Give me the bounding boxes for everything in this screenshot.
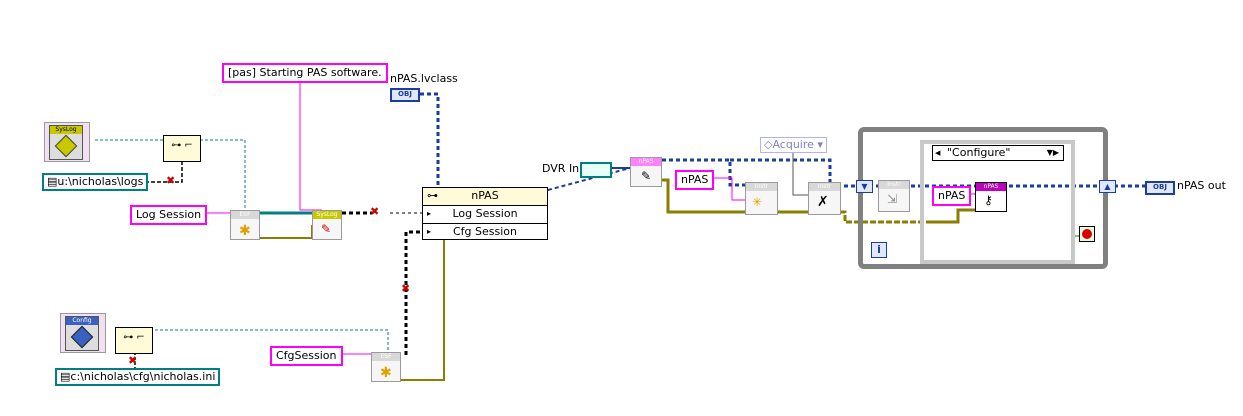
flow-icon: ⇲ (887, 192, 898, 206)
while-loop[interactable]: i (858, 127, 1108, 269)
class-wire-main-2 (730, 158, 858, 188)
syslog-icon: SysLog (50, 126, 82, 134)
star-icon: ✱ (239, 223, 251, 239)
acquire-enum[interactable]: ◇Acquire ▾ (760, 137, 827, 153)
shift-register-left[interactable]: ▼ (856, 180, 873, 193)
cfg-session-constant[interactable]: CfgSession (270, 346, 343, 366)
bundle-row-cfg-session[interactable]: ▸Cfg Session (423, 223, 547, 241)
error-x-icon-2: ✖ (370, 205, 380, 218)
refnum-wire-cfg (404, 230, 422, 355)
close-tool-icon: ✗ (817, 194, 829, 210)
string-wire (299, 80, 322, 211)
cluster-wire-loop (840, 210, 925, 224)
config-vi[interactable]: Config (60, 313, 106, 353)
error-x-icon-3: ✖ (128, 354, 138, 367)
error-x-icon: ✖ (166, 174, 176, 187)
cluster-wire-case (926, 208, 975, 224)
bundle-header: ⊶nPAS (423, 188, 547, 205)
pencil-icon-2: ✎ (641, 169, 652, 183)
error-x-icon-4: ✖ (401, 282, 411, 295)
bundle-row-log-session[interactable]: ▸Log Session (423, 205, 547, 223)
syslog-small-icon: SysLog (313, 211, 341, 219)
cluster-wire-esf (260, 225, 313, 239)
cluster-wire-main (662, 178, 745, 214)
esf-vi-log[interactable]: ESF ✱ (230, 210, 260, 240)
instr-icon-3: Instr (879, 181, 909, 189)
case-selector-label: "Configure" (947, 146, 1011, 159)
path-wire-syslog-to-esf (200, 139, 246, 212)
sparkle-icon: ✳ (752, 195, 763, 209)
npas-small-icon-2: nPAS (976, 183, 1006, 191)
log-path-constant[interactable]: ▤u:\nicholas\logs (42, 173, 149, 191)
esf-icon-2: ESF (372, 353, 400, 361)
bundle-by-name[interactable]: ⊶nPAS ▸Log Session ▸Cfg Session (422, 187, 548, 240)
class-constant[interactable]: OBJ (390, 88, 420, 102)
config-icon: Config (66, 317, 98, 325)
dvr-in-label: DVR In (542, 162, 580, 175)
syslog-vi[interactable]: SysLog (44, 122, 90, 162)
shift-register-right[interactable]: ▲ (1099, 180, 1116, 193)
instr-icon: Instr (746, 183, 777, 191)
dvr-in-terminal[interactable] (580, 162, 612, 178)
decrement-icon[interactable]: ◀ (935, 149, 941, 157)
class-wire-main (662, 158, 745, 187)
npas-out-label: nPAS out (1177, 179, 1226, 192)
cube-icon (54, 134, 78, 158)
syslog-write-vi[interactable]: SysLog ✎ (312, 210, 342, 240)
string-wire-npas (710, 177, 745, 201)
class-wire-constant (420, 92, 440, 188)
loop-index-terminal: i (871, 242, 887, 258)
cluster-wire-cfg (400, 240, 445, 381)
instr-vi-2[interactable]: Instr ✗ (808, 182, 841, 215)
case-structure[interactable]: ◀ "Configure" ▼▶ (920, 140, 1075, 264)
instr-vi-loop[interactable]: Instr ⇲ (878, 180, 910, 212)
npas-string-constant-2[interactable]: nPAS (932, 186, 972, 206)
syslog-open-vi[interactable]: ⊶ ⌐ (163, 135, 201, 162)
key-icon: ⊶ ⌐ (171, 140, 193, 151)
npas-string-constant[interactable]: nPAS (675, 170, 715, 190)
config-open-vi[interactable]: ⊶ ⌐ (115, 327, 153, 354)
cfg-path-constant[interactable]: ▤c:\nicholas\cfg\nicholas.ini (55, 368, 221, 386)
npas-out-indicator[interactable]: OBJ (1145, 181, 1175, 195)
star-icon-2: ✱ (380, 365, 392, 381)
instr-icon-2: Instr (809, 183, 840, 191)
pas-string-constant[interactable]: [pas] Starting PAS software. (222, 63, 388, 83)
pencil-icon: ✎ (321, 222, 332, 236)
npas-small-icon: nPAS (631, 158, 661, 166)
log-session-constant[interactable]: Log Session (130, 205, 208, 225)
esf-icon: ESF (231, 211, 259, 219)
class-wire-bundle-out (547, 167, 631, 191)
case-selector[interactable]: ◀ "Configure" ▼▶ (932, 145, 1064, 161)
error-wire-logpath (145, 160, 183, 183)
key-icon-2: ⊶ ⌐ (123, 332, 145, 343)
npas-method-vi[interactable]: nPAS ⚷ (975, 182, 1007, 212)
wrench-icon: ⚷ (984, 193, 993, 207)
npas-dvr-vi[interactable]: nPAS ✎ (630, 157, 662, 187)
stop-icon (1082, 229, 1092, 239)
instr-vi-1[interactable]: Instr ✳ (745, 182, 778, 215)
path-wire-config (155, 329, 389, 355)
stop-terminal[interactable] (1079, 226, 1095, 242)
chevron-down-icon[interactable]: ▼▶ (1046, 148, 1059, 157)
enum-wire-acquire (792, 150, 808, 196)
esf-vi-cfg[interactable]: ESF ✱ (371, 352, 401, 382)
cube-icon-blue (70, 325, 94, 349)
npas-class-label: nPAS.lvclass (390, 72, 458, 85)
